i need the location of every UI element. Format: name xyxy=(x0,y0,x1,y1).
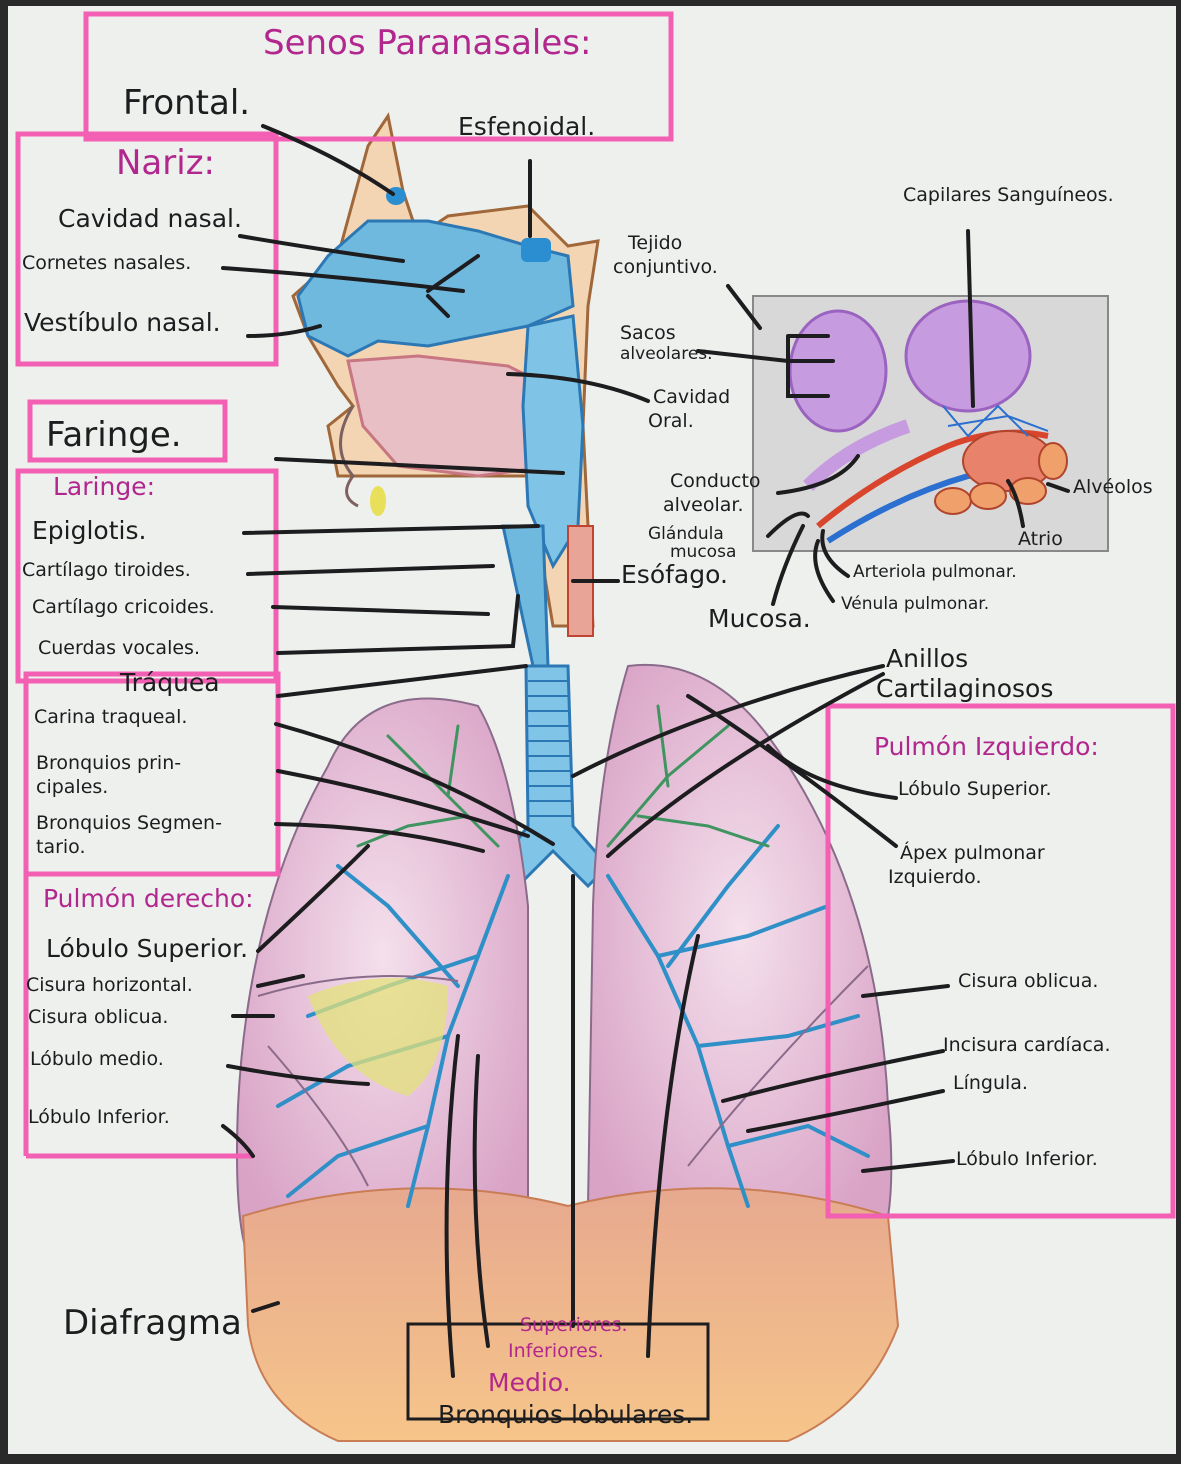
label-cavidad-nasal: Cavidad nasal. xyxy=(58,206,242,231)
label-bronquios-lobulares: Bronquios lobulares. xyxy=(438,1402,693,1427)
label-inferiores: Inferiores. xyxy=(508,1342,604,1361)
label-vestibulo-nasal: Vestíbulo nasal. xyxy=(24,310,221,335)
label-venula-pulmonar: Vénula pulmonar. xyxy=(841,596,989,613)
label-lobulo-medio: Lóbulo medio. xyxy=(30,1050,164,1069)
paper-sheet: Senos Paranasales: Nariz: Laringe: Pulmó… xyxy=(8,6,1176,1454)
label-apex-pulmonar-1: Ápex pulmonar xyxy=(900,844,1045,863)
label-faringe: Faringe. xyxy=(46,418,182,452)
label-traquea: Tráquea xyxy=(120,670,220,695)
label-tejido-conjuntivo-2: conjuntivo. xyxy=(613,258,718,277)
label-glandula-mucosa-2: mucosa xyxy=(670,544,736,561)
heading-pulmon-derecho: Pulmón derecho: xyxy=(43,886,254,911)
alveolar-sac-left xyxy=(790,311,886,431)
leader-tiroides xyxy=(248,566,493,574)
label-cuerdas-vocales: Cuerdas vocales. xyxy=(38,639,200,658)
label-capilares-sanguineos: Capilares Sanguíneos. xyxy=(903,186,1114,205)
label-lobulo-superior-izquierdo: Lóbulo Superior. xyxy=(898,780,1052,799)
label-lingula: Língula. xyxy=(953,1074,1028,1093)
heading-nariz: Nariz: xyxy=(116,146,215,180)
label-esofago: Esófago. xyxy=(621,562,728,587)
label-cavidad-oral-1: Cavidad xyxy=(653,388,730,407)
label-apex-pulmonar-2: Izquierdo. xyxy=(888,868,982,887)
label-cartilago-cricoides: Cartílago cricoides. xyxy=(32,598,215,617)
label-tejido-conjuntivo-1: Tejido xyxy=(628,234,682,253)
thyroid-gland xyxy=(370,486,386,516)
title-senos-paranasales: Senos Paranasales: xyxy=(263,26,591,60)
label-anillos-cartilaginosos-1: Anillos xyxy=(886,646,968,671)
leader-epiglotis xyxy=(244,526,538,533)
label-epiglotis: Epiglotis. xyxy=(32,518,146,543)
label-conducto-alveolar-1: Conducto xyxy=(670,472,761,491)
left-lung xyxy=(588,665,891,1256)
label-bronquios-principales-2: cipales. xyxy=(36,778,108,797)
label-carina-traqueal: Carina traqueal. xyxy=(34,708,187,727)
label-bronquios-principales-1: Bronquios prin- xyxy=(36,754,181,773)
alveolar-sac-right xyxy=(906,301,1030,411)
label-alveolos: Alvéolos xyxy=(1073,478,1153,497)
label-sacos-alveolares-2: alveolares. xyxy=(620,346,713,363)
label-glandula-mucosa-1: Glándula xyxy=(648,526,724,543)
leader-cuerdas xyxy=(278,596,518,653)
label-anillos-cartilaginosos-2: Cartilaginosos xyxy=(876,676,1053,701)
label-cornetes-nasales: Cornetes nasales. xyxy=(22,254,191,273)
label-superiores: Superiores. xyxy=(520,1316,628,1335)
label-lobulo-superior-derecho: Lóbulo Superior. xyxy=(46,936,248,961)
label-mucosa: Mucosa. xyxy=(708,606,811,631)
label-bronquios-segmentarios-1: Bronquios Segmen- xyxy=(36,814,222,833)
label-diafragma: Diafragma xyxy=(63,1306,242,1340)
label-sacos-alveolares-1: Sacos xyxy=(620,324,676,343)
label-bronquios-segmentarios-2: tario. xyxy=(36,838,86,857)
label-lobulo-inferior-derecho: Lóbulo Inferior. xyxy=(28,1108,170,1127)
heading-pulmon-izquierdo: Pulmón Izquierdo: xyxy=(874,734,1099,759)
label-esfenoidal: Esfenoidal. xyxy=(458,114,595,139)
label-cisura-horizontal: Cisura horizontal. xyxy=(26,976,193,995)
leader-cricoides xyxy=(273,607,488,614)
label-arteriola-pulmonar: Arteriola pulmonar. xyxy=(853,564,1017,581)
label-conducto-alveolar-2: alveolar. xyxy=(663,496,744,515)
leader-traquea xyxy=(278,666,526,696)
label-atrio: Atrio xyxy=(1018,530,1063,549)
sphenoid-sinus xyxy=(521,238,551,262)
label-lobulo-inferior-izquierdo: Lóbulo Inferior. xyxy=(956,1150,1098,1169)
heading-laringe: Laringe: xyxy=(53,474,155,499)
label-cisura-oblicua-derecha: Cisura oblicua. xyxy=(28,1008,168,1027)
label-cisura-oblicua-izquierda: Cisura oblicua. xyxy=(958,972,1098,991)
label-incisura-cardiaca: Incisura cardíaca. xyxy=(943,1036,1110,1055)
label-cavidad-oral-2: Oral. xyxy=(648,412,694,431)
label-medio: Medio. xyxy=(488,1370,571,1395)
label-frontal: Frontal. xyxy=(123,86,250,120)
label-cartilago-tiroides: Cartílago tiroides. xyxy=(22,561,191,580)
